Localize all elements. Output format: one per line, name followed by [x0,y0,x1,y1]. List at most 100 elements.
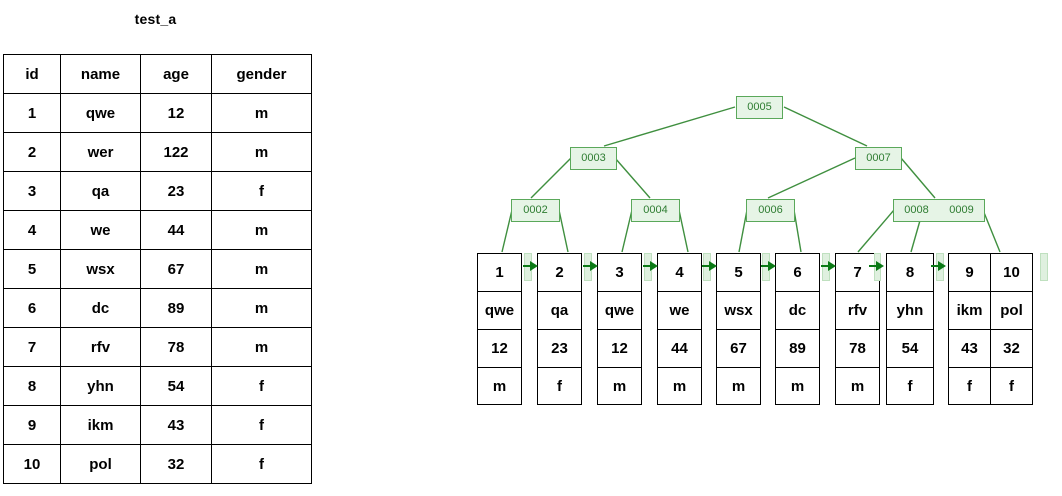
leaf-link-line [583,265,591,267]
table-cell: f [211,444,312,484]
leaf-field-name: we [658,291,701,329]
tree-node-0002[interactable]: 0002 [511,199,560,222]
leaf-field-name: rfv [836,291,879,329]
leaf-field-id: 7 [853,264,862,281]
table-cell: 10 [3,444,61,484]
leaf-field-gender: m [658,367,701,405]
leaf-field-name: wsx [717,291,760,329]
tree-edge-n0006-to-leaf6 [793,209,802,253]
leaf-field-name: yhn [887,291,933,329]
tree-edge-n0006-to-leaf5 [738,209,748,253]
table-header-row: id name age gender [3,54,312,94]
leaf-field-age: 23 [538,329,581,367]
leaf-field-id: 9 [965,264,974,281]
table-cell: 78 [140,327,212,367]
leaf-link-line [931,265,939,267]
table-cell: we [60,210,141,250]
leaf-field-name: qwe [478,291,521,329]
leaf-field-gender: f [949,367,990,405]
leaf-field-age: 54 [887,329,933,367]
leaf-field-id: 1 [495,264,504,281]
leaf-link-slot [1040,253,1048,281]
table-cell: 9 [3,405,61,445]
leaf-link-line [702,265,710,267]
table-cell: 3 [3,171,61,211]
leaf-field-name: dc [776,291,819,329]
leaf-field-gender: m [776,367,819,405]
table-column-header: name [60,54,141,94]
leaf-link-arrow-icon [876,261,884,271]
tree-node-0004[interactable]: 0004 [631,199,680,222]
tree-node-0007[interactable]: 0007 [855,147,902,170]
table-cell: m [211,210,312,250]
tree-edge-n0008-to-leaf7 [857,209,895,253]
table-cell: f [211,171,312,211]
table-cell: 2 [3,132,61,172]
leaf-link-arrow-icon [590,261,598,271]
table-cell: m [211,93,312,133]
leaf-field-id: 2 [555,264,564,281]
tree-node-0006[interactable]: 0006 [746,199,795,222]
tree-edge-root-to-n0003 [603,106,736,147]
tree-node-0003[interactable]: 0003 [570,147,617,170]
leaf-field-gender: m [836,367,879,405]
leaf-field-id: 6 [793,264,802,281]
leaf-field-id: 5 [734,264,743,281]
leaf-field-age: 12 [598,329,641,367]
leaf-link-line [869,265,877,267]
table-cell: f [211,405,312,445]
table-cell: m [211,327,312,367]
tree-node-key: 0002 [523,204,548,216]
leaf-link-arrow-icon [530,261,538,271]
leaf-link-line [821,265,829,267]
leaf-field-age: 43 [949,329,990,367]
tree-edge-n0004-to-leaf4 [678,209,689,253]
table-cell: m [211,249,312,289]
leaf-field-gender: f [887,367,933,405]
table-cell: 8 [3,366,61,406]
table-cell: 67 [140,249,212,289]
tree-node-key: 0007 [866,152,891,164]
leaf-link-arrow-icon [938,261,946,271]
table-title: test_a [134,11,177,27]
tree-node-key: 0003 [581,152,606,164]
leaf-link-arrow-icon [828,261,836,271]
table-column-header: gender [211,54,312,94]
table-cell: 4 [3,210,61,250]
tree-node-0005[interactable]: 0005 [736,96,783,119]
leaf-field-age: 44 [658,329,701,367]
tree-edge-n0003-to-n0004 [614,157,651,199]
leaf-link-arrow-icon [709,261,717,271]
table-cell: f [211,366,312,406]
table-cell: pol [60,444,141,484]
leaf-field-gender: m [598,367,641,405]
leaf-field-age: 78 [836,329,879,367]
table-cell: 89 [140,288,212,328]
tree-node-key: 0004 [643,204,668,216]
